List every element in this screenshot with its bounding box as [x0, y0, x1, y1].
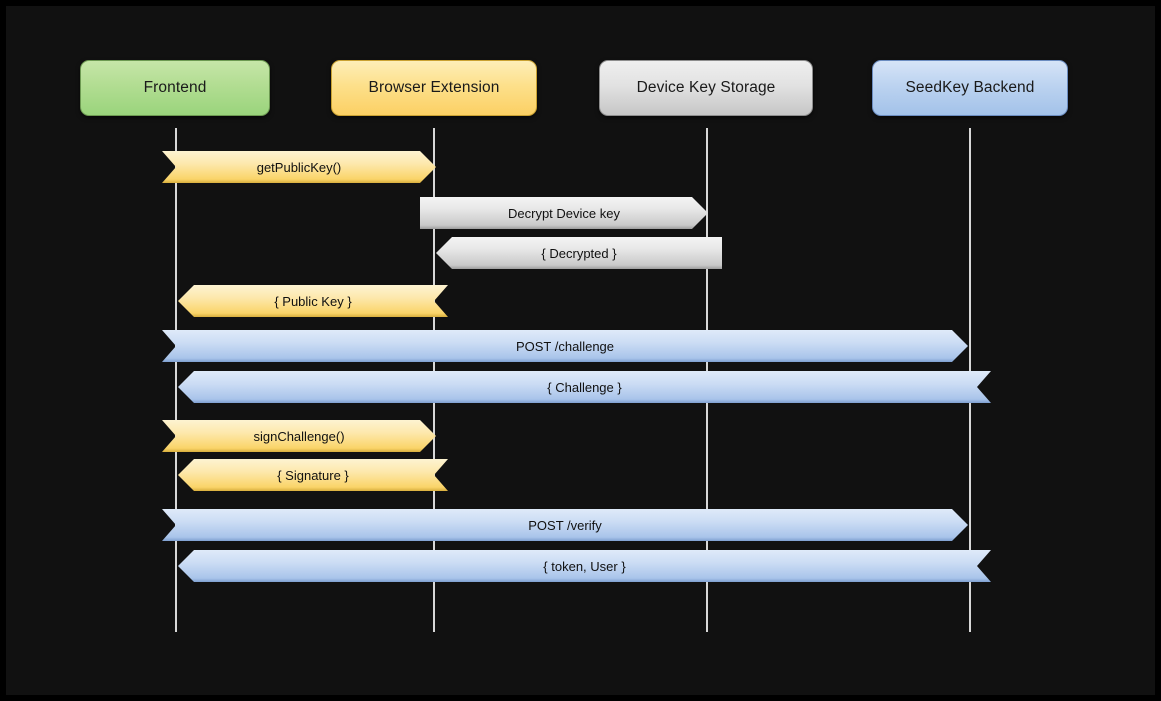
participant-browser-extension[interactable]: Browser Extension — [331, 60, 537, 116]
message-post-challenge[interactable]: POST /challenge — [162, 330, 968, 362]
message-label: POST /challenge — [515, 338, 615, 354]
message-decrypted[interactable]: { Decrypted } — [436, 237, 722, 269]
message-post-verify[interactable]: POST /verify — [162, 509, 968, 541]
message-label: getPublicKey() — [256, 159, 342, 175]
message-public-key[interactable]: { Public Key } — [178, 285, 448, 317]
message-signature[interactable]: { Signature } — [178, 459, 448, 491]
message-label: POST /verify — [528, 517, 602, 533]
message-label: { Signature } — [277, 467, 349, 483]
participant-frontend[interactable]: Frontend — [80, 60, 270, 116]
message-label: signChallenge() — [253, 428, 345, 444]
message-decrypt-device-key[interactable]: Decrypt Device key — [420, 197, 708, 229]
message-label: { Decrypted } — [541, 245, 617, 261]
participant-label: Device Key Storage — [636, 79, 776, 96]
message-get-public-key[interactable]: getPublicKey() — [162, 151, 436, 183]
participant-seedkey-backend[interactable]: SeedKey Backend — [872, 60, 1068, 116]
message-challenge[interactable]: { Challenge } — [178, 371, 991, 403]
message-label: { token, User } — [543, 558, 626, 574]
participant-device-key-storage[interactable]: Device Key Storage — [599, 60, 813, 116]
sequence-diagram-canvas: Frontend Browser Extension Device Key Stor… — [6, 6, 1155, 695]
participant-label: Frontend — [143, 79, 207, 96]
message-label: { Challenge } — [547, 379, 622, 395]
message-token-user[interactable]: { token, User } — [178, 550, 991, 582]
message-label: { Public Key } — [274, 293, 352, 309]
participant-label: Browser Extension — [368, 79, 500, 96]
participant-label: SeedKey Backend — [905, 79, 1035, 96]
message-sign-challenge[interactable]: signChallenge() — [162, 420, 436, 452]
lifeline-frontend — [175, 128, 177, 632]
message-label: Decrypt Device key — [508, 205, 620, 221]
